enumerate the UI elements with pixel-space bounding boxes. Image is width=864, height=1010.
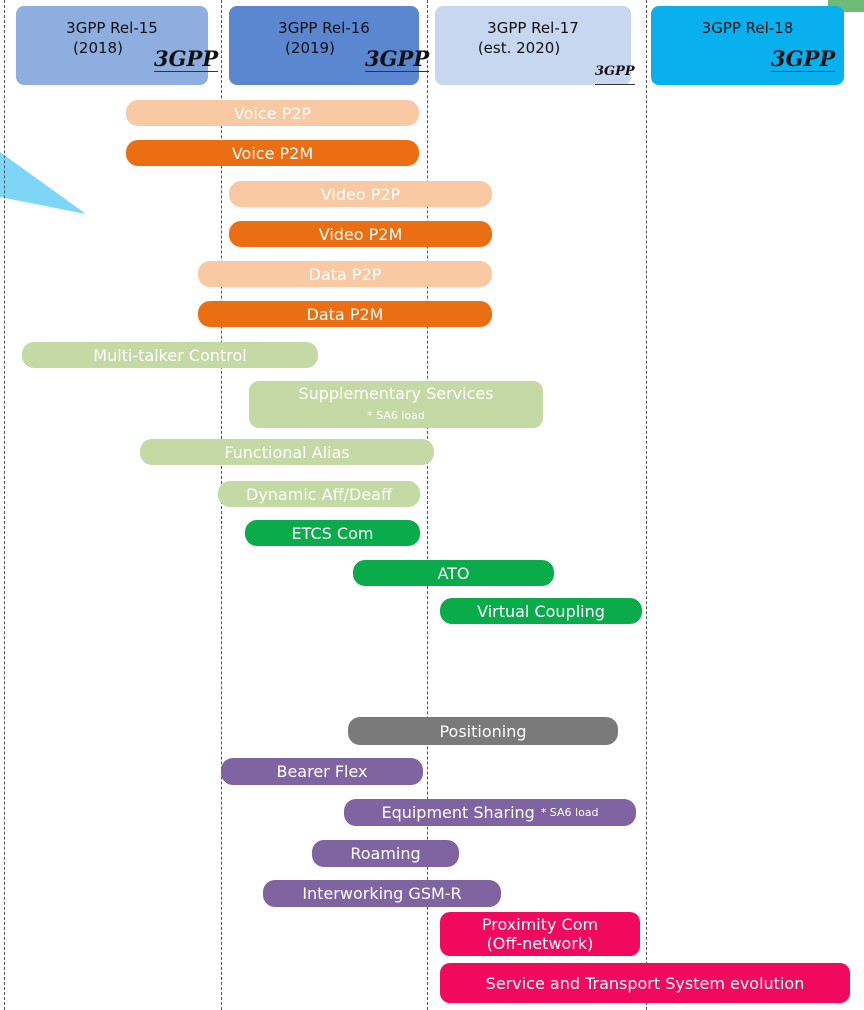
3gpp-logo: 3GPP bbox=[154, 46, 219, 72]
3gpp-logo: 3GPP bbox=[365, 46, 430, 72]
release-title: 3GPP Rel-16 bbox=[278, 19, 370, 37]
feature-supplementary-services: Supplementary Services * SA6 load bbox=[249, 381, 543, 428]
release-year: (2018) bbox=[73, 39, 123, 57]
feature-equipment-sharing: Equipment Sharing* SA6 load bbox=[344, 799, 636, 826]
column-divider-1 bbox=[4, 0, 5, 1010]
feature-roaming: Roaming bbox=[312, 840, 459, 867]
feature-multi-talker-control: Multi-talker Control bbox=[22, 342, 318, 368]
feature-dynamic-aff-deaff: Dynamic Aff/Deaff bbox=[218, 481, 420, 507]
release-header-rel18: 3GPP Rel-18 3GPP bbox=[651, 6, 844, 85]
release-title: 3GPP Rel-17 bbox=[487, 19, 579, 37]
feature-data-p2m: Data P2M bbox=[198, 301, 492, 327]
feature-video-p2m: Video P2M bbox=[229, 221, 492, 247]
release-year: (2019) bbox=[285, 39, 335, 57]
release-header-rel15: 3GPP Rel-15 (2018) 3GPP bbox=[16, 6, 219, 85]
release-title: 3GPP Rel-18 bbox=[701, 19, 794, 37]
release-year: (est. 2020) bbox=[477, 39, 561, 57]
release-title: 3GPP Rel-15 bbox=[66, 19, 158, 37]
3gpp-logo: 3GPP bbox=[595, 62, 635, 85]
column-divider-2 bbox=[221, 0, 222, 1010]
feature-voice-p2p: Voice P2P bbox=[126, 100, 419, 126]
3gpp-logo: 3GPP bbox=[771, 46, 836, 72]
feature-proximity-com: Proximity Com (Off-network) bbox=[440, 912, 640, 956]
feature-etcs-com: ETCS Com bbox=[245, 520, 420, 546]
feature-interworking-gsm-r: Interworking GSM-R bbox=[263, 880, 501, 907]
column-divider-3 bbox=[427, 0, 428, 1010]
feature-functional-alias: Functional Alias bbox=[140, 439, 434, 465]
feature-data-p2p: Data P2P bbox=[198, 261, 492, 287]
feature-voice-p2m: Voice P2M bbox=[126, 140, 419, 166]
feature-ato: ATO bbox=[353, 560, 554, 586]
feature-video-p2p: Video P2P bbox=[229, 181, 492, 207]
feature-bearer-flex: Bearer Flex bbox=[221, 758, 423, 785]
feature-service-transport-evolution: Service and Transport System evolution bbox=[440, 963, 850, 1003]
column-divider-4 bbox=[646, 0, 647, 1010]
feature-virtual-coupling: Virtual Coupling bbox=[440, 598, 642, 624]
release-header-rel17: 3GPP Rel-17 (est. 2020) 3GPP bbox=[435, 6, 635, 85]
callout-pointer bbox=[0, 152, 86, 214]
feature-positioning: Positioning bbox=[348, 717, 618, 745]
release-header-rel16: 3GPP Rel-16 (2019) 3GPP bbox=[229, 6, 430, 85]
